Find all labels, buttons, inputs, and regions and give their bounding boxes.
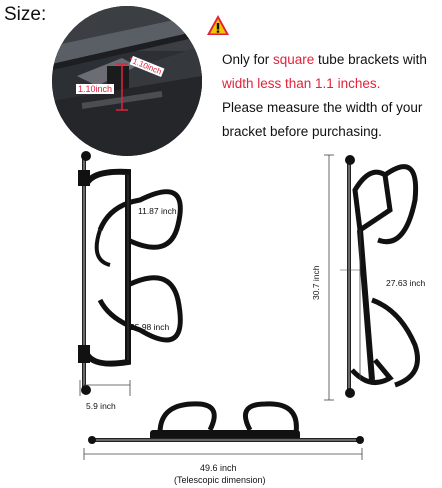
size-title: Size: [4, 4, 47, 25]
notice-line-2: width less than 1.1 inches. [222, 76, 381, 91]
bracket-closeup-illustration [52, 6, 202, 156]
photo-vertical-measure: 1.10inch [76, 84, 115, 94]
notice-line1-suffix: tube brackets with [314, 52, 427, 67]
notice-line-1: Only for square tube brackets with [222, 48, 440, 72]
top-view-drawing [83, 401, 364, 460]
side-view-drawing [324, 154, 420, 401]
inner-upper-dimension: 11.87 inch [138, 206, 177, 216]
telescopic-note: (Telescopic dimension) [174, 475, 266, 485]
notice-line-3: Please measure the width of your [222, 100, 423, 115]
bracket-closeup-photo [52, 6, 202, 156]
strap-span-dimension: 27.63 inch [386, 278, 426, 288]
total-height-dimension: 30.7 inch [311, 265, 321, 301]
notice-line1-prefix: Only for [222, 52, 274, 67]
notice-line-4: bracket before purchasing. [222, 124, 382, 139]
notice-line1-highlight: square [273, 52, 315, 67]
front-view-drawing [78, 151, 183, 396]
telescopic-length-dimension: 49.6 inch [200, 463, 237, 473]
warning-triangle-icon [207, 15, 229, 35]
inner-lower-dimension: 25.98 inch [130, 322, 170, 332]
compatibility-notice: Only for square tube brackets with width… [222, 48, 440, 144]
width-dimension: 5.9 inch [86, 401, 116, 411]
